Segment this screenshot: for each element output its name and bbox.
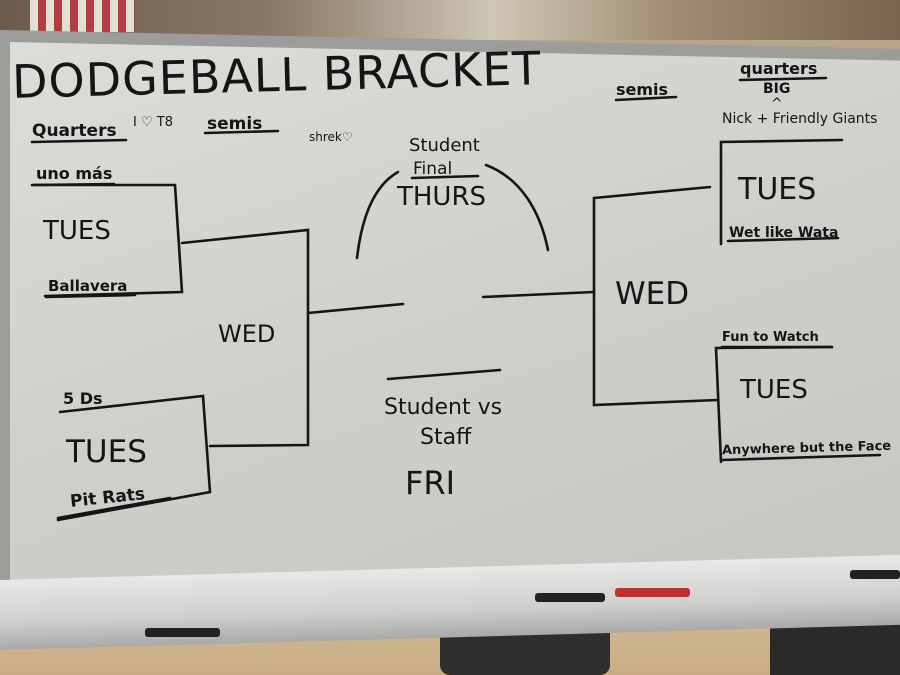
left-bottom-team-name: 5 Ds [63, 389, 103, 408]
vs-label-line1: Student vs [384, 395, 503, 420]
vs-divider-line [386, 368, 502, 381]
right-caret: ^ [771, 96, 783, 112]
right-semi-bracket [592, 185, 720, 407]
right-top-quarter-bracket [719, 138, 844, 246]
underline-uno-mas [32, 182, 116, 187]
underline-semis-right [614, 95, 678, 102]
right-semis-label: semis [616, 80, 669, 99]
marker-black-3 [850, 570, 900, 579]
right-to-final-line [481, 290, 596, 299]
left-semi-day: WED [218, 320, 276, 348]
underline-semis-left [203, 129, 280, 135]
final-arch-right [484, 163, 550, 252]
shrek-note: shrek♡ [309, 130, 353, 144]
right-quarters-label: quarters [740, 59, 818, 78]
final-label-final: Final [413, 159, 453, 179]
left-semis-label: semis [207, 114, 263, 134]
right-semi-day: WED [615, 276, 690, 312]
underline-quarters-left [30, 138, 128, 144]
left-top-team-name-2: Ballavera [48, 277, 128, 295]
underline-pit-rats [56, 496, 172, 520]
underline-ballavera [44, 293, 137, 299]
right-bottom-quarter-day: TUES [740, 375, 808, 405]
right-top-team-name-2: Wet like Wata [729, 225, 839, 241]
right-top-team-name: Nick + Friendly Giants [722, 111, 878, 127]
left-top-quarter-day: TUES [43, 216, 111, 246]
underline-anywhere [720, 453, 882, 462]
final-day: THURS [397, 182, 487, 212]
left-to-final-line [306, 302, 405, 315]
vs-day: FRI [405, 464, 456, 502]
left-top-team-name: uno más [36, 164, 113, 183]
underline-quarters-right [738, 76, 828, 82]
final-label-student: Student [409, 135, 480, 156]
left-bottom-quarter-day: TUES [66, 434, 147, 470]
left-love-note: I ♡ T8 [133, 115, 173, 130]
vs-label-line2: Staff [420, 425, 472, 450]
right-top-quarter-day: TUES [738, 172, 817, 207]
marker-black-1 [145, 628, 220, 637]
left-bottom-quarter-bracket [56, 394, 212, 522]
hanging-flag [30, 0, 135, 32]
underline-final [410, 174, 480, 180]
marker-black-2 [535, 593, 605, 602]
left-semi-bracket [180, 228, 310, 448]
right-big-note: BIG [763, 81, 791, 97]
marker-red [615, 588, 690, 597]
underline-wet-like-wata [726, 236, 840, 243]
right-bottom-team-name: Fun to Watch [722, 330, 819, 345]
left-quarters-label: Quarters [32, 121, 117, 141]
final-arch-left [355, 170, 400, 260]
